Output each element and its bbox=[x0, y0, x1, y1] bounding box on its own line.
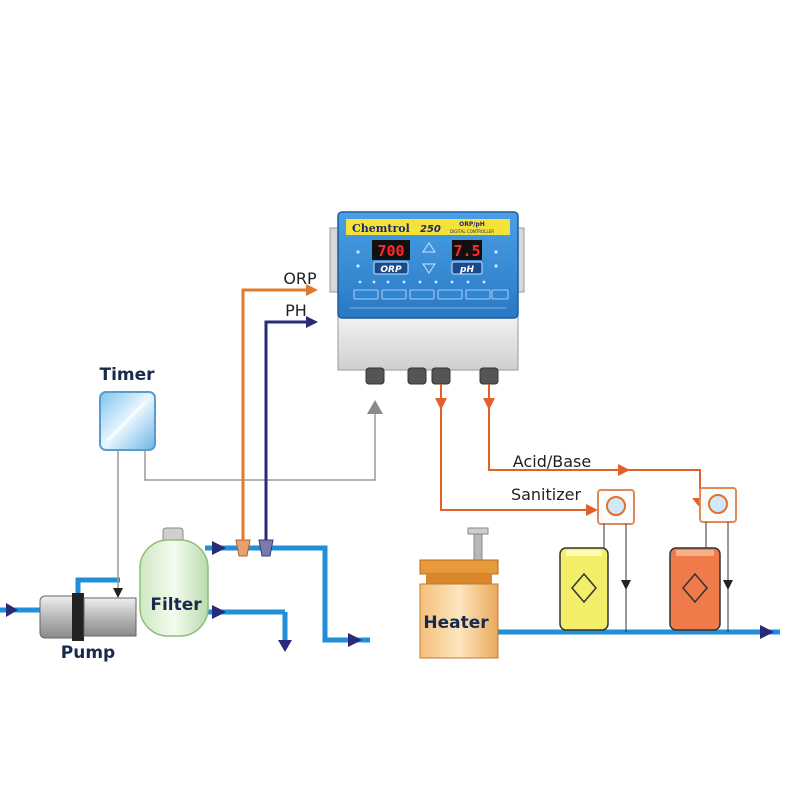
panel-buttons[interactable] bbox=[353, 289, 509, 300]
sanitizer-feeder bbox=[597, 489, 635, 632]
controller-model: 250 bbox=[420, 224, 441, 235]
timer-label: Timer bbox=[99, 365, 155, 385]
timer-to-pump-arrow bbox=[113, 588, 123, 598]
controller-brand: Chemtrol bbox=[352, 222, 410, 235]
ph-panel-label: pH bbox=[459, 265, 474, 275]
orp-arrow bbox=[306, 284, 318, 296]
acid-base-feeder bbox=[699, 487, 737, 632]
heater-label: Heater bbox=[423, 613, 489, 633]
pump bbox=[39, 593, 137, 641]
flow-arrows bbox=[6, 541, 774, 652]
controller-subtitle2: DIGITAL CONTROLLER bbox=[450, 229, 494, 234]
orp-sensor bbox=[235, 539, 251, 557]
orp-display-value: 700 bbox=[377, 242, 404, 260]
sanitizer-tank bbox=[559, 547, 609, 631]
controller-subtitle: ORP/pH bbox=[459, 221, 485, 228]
acid-base-tank bbox=[669, 547, 721, 631]
ph-arrow bbox=[306, 316, 318, 328]
chemical-arrows bbox=[435, 398, 708, 516]
controller: Chemtrol 250 ORP/pH DIGITAL CONTROLLER 7… bbox=[329, 211, 525, 385]
timer-to-controller-arrow bbox=[367, 400, 383, 414]
heater bbox=[419, 527, 499, 659]
orp-panel-label: ORP bbox=[380, 265, 402, 275]
orp-line-label: ORP bbox=[283, 269, 317, 288]
timer bbox=[99, 391, 156, 451]
acid-base-label: Acid/Base bbox=[513, 452, 591, 471]
ph-display bbox=[452, 240, 482, 260]
ph-display-value: 7.5 bbox=[453, 242, 480, 260]
controller-header bbox=[346, 219, 510, 235]
pump-label: Pump bbox=[61, 643, 115, 663]
ph-line-label: PH bbox=[285, 301, 307, 320]
up-arrow-icon[interactable] bbox=[422, 242, 436, 253]
orp-signal-line bbox=[241, 288, 312, 540]
cable-glands bbox=[365, 367, 499, 385]
filter bbox=[139, 527, 209, 637]
ph-signal-line bbox=[264, 320, 312, 540]
orp-display bbox=[372, 240, 410, 260]
down-arrow-icon[interactable] bbox=[422, 263, 436, 274]
filter-label: Filter bbox=[150, 595, 202, 615]
ph-sensor bbox=[258, 539, 274, 557]
sanitizer-label: Sanitizer bbox=[511, 485, 582, 504]
control-lines bbox=[117, 410, 376, 595]
indicator-leds bbox=[356, 250, 498, 284]
